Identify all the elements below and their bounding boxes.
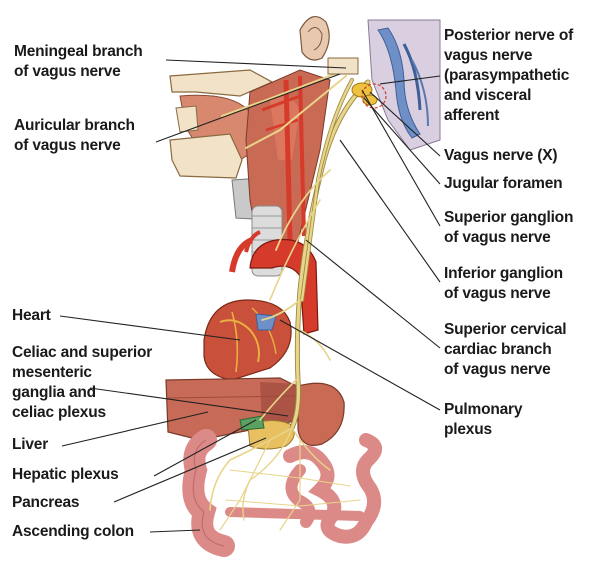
label-heart: Heart xyxy=(12,306,51,326)
leader-inferior-ganglion xyxy=(339,139,441,283)
leader-vagus xyxy=(369,91,441,157)
label-line: plexus xyxy=(444,421,492,438)
label-superior-ganglion: Superior ganglion of vagus nerve xyxy=(444,208,573,248)
label-ascending-colon: Ascending colon xyxy=(12,522,134,542)
label-line: Ascending colon xyxy=(12,523,134,540)
label-line: mesenteric xyxy=(12,364,92,381)
label-line: afferent xyxy=(444,107,500,124)
stomach xyxy=(297,382,345,446)
leader-heart xyxy=(59,315,241,341)
label-line: Auricular branch xyxy=(14,117,135,134)
label-line: of vagus nerve xyxy=(444,229,551,246)
leader-superior-ganglion xyxy=(361,89,441,227)
leader-celiac xyxy=(89,387,289,417)
label-pancreas: Pancreas xyxy=(12,493,80,513)
label-liver: Liver xyxy=(12,435,48,455)
leader-jugular xyxy=(363,97,441,185)
label-jugular-foramen: Jugular foramen xyxy=(444,174,563,194)
leader-meningeal xyxy=(165,59,347,69)
label-line: Pancreas xyxy=(12,494,80,511)
label-auricular-branch: Auricular branch of vagus nerve xyxy=(14,116,135,156)
leader-lines xyxy=(59,59,441,533)
leader-posterior-nerve xyxy=(379,75,441,85)
label-line: Superior ganglion xyxy=(444,209,574,226)
pancreas xyxy=(239,415,295,450)
label-inferior-ganglion: Inferior ganglion of vagus nerve xyxy=(444,264,563,304)
leader-pancreas xyxy=(113,437,267,503)
label-line: of vagus nerve xyxy=(444,361,551,378)
label-pulmonary-plexus: Pulmonary plexus xyxy=(444,400,523,440)
label-posterior-nerve: Posterior nerve of vagus nerve (parasymp… xyxy=(444,26,573,126)
label-line: of vagus nerve xyxy=(14,137,121,154)
label-line: Vagus nerve (X) xyxy=(444,147,558,164)
label-meningeal-branch: Meningeal branch of vagus nerve xyxy=(14,42,143,82)
label-line: Hepatic plexus xyxy=(12,466,119,483)
leader-pulmonary xyxy=(279,319,441,411)
label-line: of vagus nerve xyxy=(444,285,551,302)
label-line: Heart xyxy=(12,307,51,324)
leader-hepatic xyxy=(153,419,257,477)
ear-outline xyxy=(299,15,330,61)
label-line: Celiac and superior xyxy=(12,344,153,361)
leader-ascending-colon xyxy=(149,529,201,533)
label-line: (parasympathetic xyxy=(444,67,570,84)
label-hepatic-plexus: Hepatic plexus xyxy=(12,465,119,485)
label-line: vagus nerve xyxy=(444,47,533,64)
label-line: Posterior nerve of xyxy=(444,27,574,44)
intestines xyxy=(182,429,383,557)
label-line: Inferior ganglion xyxy=(444,265,563,282)
label-vagus-nerve: Vagus nerve (X) xyxy=(444,146,557,166)
leader-auricular xyxy=(155,73,341,143)
label-line: celiac plexus xyxy=(12,404,106,421)
label-line: of vagus nerve xyxy=(14,63,121,80)
label-line: Liver xyxy=(12,436,49,453)
label-line: Jugular foramen xyxy=(444,175,563,192)
label-celiac: Celiac and superior mesenteric ganglia a… xyxy=(12,343,152,423)
vagus-nerve-paths xyxy=(209,71,371,531)
leader-liver xyxy=(61,411,209,447)
brainstem-region xyxy=(367,19,441,151)
label-line: Meningeal branch xyxy=(14,43,143,60)
label-line: Pulmonary xyxy=(444,401,523,418)
label-line: ganglia and xyxy=(12,384,96,401)
label-cervical-cardiac-branch: Superior cervical cardiac branch of vagu… xyxy=(444,320,567,380)
label-line: cardiac branch xyxy=(444,341,552,358)
leader-cervical-cardiac xyxy=(305,239,441,349)
label-line: and visceral xyxy=(444,87,532,104)
label-line: Superior cervical xyxy=(444,321,567,338)
